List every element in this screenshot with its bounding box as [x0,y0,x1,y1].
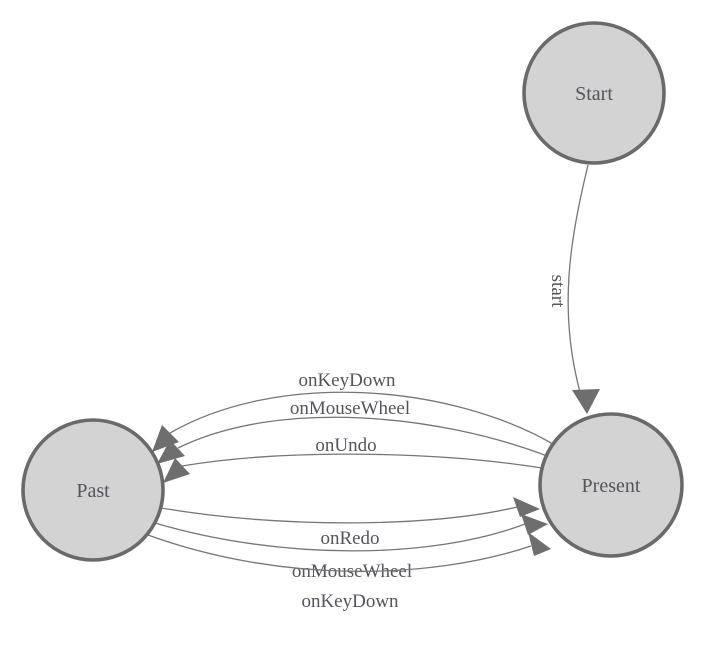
edge-line [160,506,518,524]
state-node-present-label: Present [582,475,641,497]
edge-label-start: start [547,275,568,308]
edge-present-to-past-onmousewheel: onMouseWheel [157,398,548,464]
edge-label-onundo: onUndo [315,435,376,456]
edge-present-to-past-onkeydown: onKeyDown [152,370,554,452]
state-node-present[interactable]: Present [538,412,684,558]
edge-line [147,534,532,572]
state-node-past-label: Past [76,480,110,502]
state-node-start[interactable]: Start [522,21,666,165]
edge-label-onkeydown-top: onKeyDown [298,370,396,391]
edge-line [181,453,543,469]
edge-past-to-present-onkeydown: onKeyDown [147,532,551,612]
state-node-past-circle[interactable] [21,418,165,562]
edge-start-to-present: start [547,164,600,414]
edge-line [567,164,589,393]
edge-present-to-past-onundo: onUndo [163,435,543,483]
arrowhead-icon [152,425,179,452]
arrowhead-icon [513,497,540,517]
arrowhead-icon [521,514,548,535]
state-node-past[interactable]: Past [21,418,165,562]
state-node-present-circle[interactable] [538,412,684,558]
arrowhead-icon [528,532,551,556]
edge-label-onredo: onRedo [320,528,379,549]
edge-line [154,522,526,552]
arrowhead-icon [157,440,185,464]
edge-line [169,391,554,445]
edge-label-onmousewheel-top: onMouseWheel [290,398,410,419]
arrowhead-icon [163,458,190,483]
edge-past-to-present-onredo: onRedo [160,497,540,549]
edge-label-onkeydown-bottom: onKeyDown [301,591,399,612]
state-node-start-label: Start [575,83,613,105]
edge-line [177,416,548,457]
state-node-start-circle[interactable] [522,21,666,165]
arrowhead-icon [572,389,600,414]
